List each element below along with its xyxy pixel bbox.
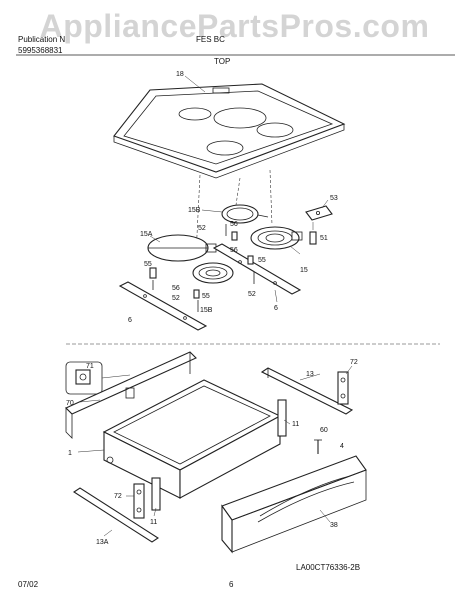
part-label-52-mid: 52 xyxy=(248,291,256,298)
model-number: FES BC xyxy=(196,35,225,44)
part-label-11-left: 11 xyxy=(150,519,157,526)
part-label-18: 18 xyxy=(176,71,184,78)
part-label-51: 51 xyxy=(320,235,328,242)
publication-label: Publication N xyxy=(18,35,66,44)
part-label-15: 15 xyxy=(300,267,308,274)
part-label-15B-top: 15B xyxy=(188,207,201,214)
surface-element-15 xyxy=(250,226,303,250)
footer-date: 07/02 xyxy=(18,580,39,589)
part-label-56-top: 56 xyxy=(230,221,238,228)
part-label-56-low: 56 xyxy=(172,285,180,292)
spacer-56-top xyxy=(231,231,238,241)
part-label-53: 53 xyxy=(330,195,338,202)
section-title: TOP xyxy=(214,57,231,66)
part-label-38: 38 xyxy=(330,522,338,529)
glass-cooktop xyxy=(113,83,346,179)
surface-element-15B-top xyxy=(221,204,269,224)
part-label-55-left: 55 xyxy=(144,261,152,268)
spacer-55-left xyxy=(149,267,157,279)
page-number: 6 xyxy=(229,580,234,589)
terminal-51 xyxy=(309,222,317,245)
part-label-52-low: 52 xyxy=(172,295,180,302)
part-label-70: 70 xyxy=(66,400,74,407)
watermark: AppliancePartsPros.com xyxy=(39,8,430,44)
detail-inset-71 xyxy=(65,361,131,395)
part-label-13A: 13A xyxy=(96,539,109,546)
bracket-72-left xyxy=(133,483,145,519)
bracket-11-right xyxy=(277,399,287,437)
screw-60 xyxy=(314,439,322,454)
part-label-60: 60 xyxy=(320,427,328,434)
drawer-rail-left xyxy=(65,351,197,439)
surface-element-15B-bottom xyxy=(192,262,234,284)
diagram-code: LA00CT76336-2B xyxy=(296,563,361,572)
part-label-72-right: 72 xyxy=(350,359,358,366)
part-label-4: 4 xyxy=(340,443,344,450)
bracket-53 xyxy=(305,205,333,221)
part-label-71: 71 xyxy=(86,363,94,370)
part-label-11-right: 11 xyxy=(292,421,299,428)
part-label-52-top: 52 xyxy=(198,225,206,232)
part-label-6-right: 6 xyxy=(274,305,278,312)
part-label-15A: 15A xyxy=(140,231,153,238)
surface-element-15A xyxy=(147,234,217,262)
spacer-55-mid xyxy=(247,255,254,265)
part-label-72-left: 72 xyxy=(114,493,122,500)
drawer-front-panel xyxy=(221,455,367,554)
part-label-55-low: 55 xyxy=(202,293,210,300)
drawer-rail-right xyxy=(260,367,354,415)
part-label-6-left: 6 xyxy=(128,317,132,324)
part-label-55-mid: 55 xyxy=(258,257,266,264)
drawer-rail-bottom-left xyxy=(72,487,160,543)
bracket-11-left xyxy=(151,477,161,511)
publication-number: 5995368831 xyxy=(18,46,63,55)
part-label-1: 1 xyxy=(68,450,72,457)
part-label-56-mid: 56 xyxy=(230,247,238,254)
support-rail-right xyxy=(212,243,302,295)
part-label-13: 13 xyxy=(306,371,314,378)
bracket-72-right xyxy=(337,371,349,405)
spacer-55-low xyxy=(193,289,200,299)
part-label-15B-bottom: 15B xyxy=(200,307,213,314)
support-rail-left xyxy=(118,281,208,331)
